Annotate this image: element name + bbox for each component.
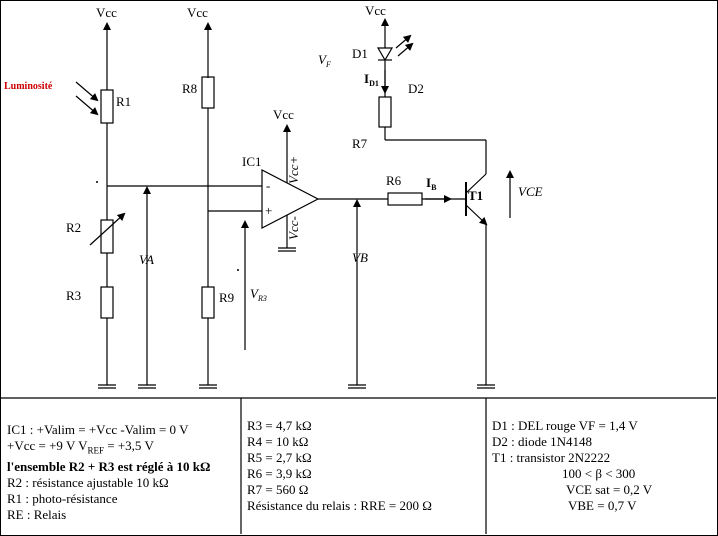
table-col-ic1: IC1 : +Valim = +Vcc -Valim = 0 V +Vcc = … xyxy=(1,398,241,534)
r1-label: R1 xyxy=(116,94,131,109)
resistor-r1 xyxy=(100,89,114,124)
opamp-plus: + xyxy=(265,203,272,218)
resistor-r3 xyxy=(100,286,114,319)
r7-label: R7 xyxy=(352,136,368,151)
vcc-label-2: Vcc xyxy=(187,5,208,20)
va-label: VA xyxy=(139,252,154,267)
vcc-plus-label: Vcc+ xyxy=(286,156,301,184)
vcc-label-1: Vcc xyxy=(96,5,117,20)
r3-value: R3 = 4,7 kΩ xyxy=(247,418,312,433)
d1-desc: D1 : DEL rouge VF = 1,4 V xyxy=(492,418,638,433)
r2-adjust-arrow xyxy=(89,212,126,246)
vcc-minus-label: Vcc- xyxy=(286,216,301,240)
vce-label: VCE xyxy=(518,184,543,199)
vr3-label: VR3 xyxy=(250,286,267,303)
re-desc: RE : Relais xyxy=(7,506,67,522)
luminosite-label: Luminosité xyxy=(4,81,53,92)
light-arrow-2 xyxy=(75,95,99,116)
r6-label: R6 xyxy=(386,173,402,188)
r6-value: R6 = 3,9 kΩ xyxy=(247,466,312,481)
table-col-resistors: R3 = 4,7 kΩ R4 = 10 kΩ R5 = 2,7 kΩ R6 = … xyxy=(241,398,486,534)
r1-desc: R1 : photo-résistance xyxy=(7,490,118,506)
led-light-arrow-2 xyxy=(397,42,414,57)
rre-value: Résistance du relais : RRE = 200 Ω xyxy=(247,498,432,513)
d2-label: D2 xyxy=(408,81,424,96)
transistor-emitter xyxy=(465,204,488,226)
r9-label: R9 xyxy=(219,290,234,305)
vce-sat: VCE sat = 0,2 V xyxy=(566,482,653,497)
t1-desc: T1 : transistor 2N2222 xyxy=(492,450,611,465)
r2-desc: R2 : résistance ajustable 10 kΩ xyxy=(7,474,169,490)
d1-label: D1 xyxy=(352,46,368,61)
vcc-label-3: Vcc xyxy=(365,3,386,18)
r2-r3-setting: l'ensemble R2 + R3 est réglé à 10 kΩ xyxy=(7,458,211,474)
resistor-r6 xyxy=(387,192,423,206)
d2-desc: D2 : diode 1N4148 xyxy=(492,434,593,449)
vcc-label-4: Vcc xyxy=(273,107,294,122)
table-col-components: D1 : DEL rouge VF = 1,4 V D2 : diode 1N4… xyxy=(486,398,716,534)
light-arrow-1 xyxy=(75,81,99,102)
opamp-ic1 xyxy=(261,169,320,229)
ground-symbols xyxy=(98,247,495,389)
vcc-vref: +Vcc = +9 V VREF = +3,5 V xyxy=(7,438,154,456)
r7-value: R7 = 560 Ω xyxy=(247,482,309,497)
vbe-value: VBE = 0,7 V xyxy=(568,498,637,513)
resistor-r7 xyxy=(378,96,392,128)
r8-label: R8 xyxy=(182,81,197,96)
r2-label: R2 xyxy=(66,220,81,235)
r3-label: R3 xyxy=(66,288,81,303)
t1-label: T1 xyxy=(468,188,483,203)
beta-range: 100 < β < 300 xyxy=(562,466,636,481)
ic1-valim: IC1 : +Valim = +Vcc -Valim = 0 V xyxy=(7,422,189,437)
id1-label: ID1 xyxy=(364,71,379,88)
ib-label: IB xyxy=(426,175,437,192)
ic1-label: IC1 xyxy=(242,154,262,169)
r4-value: R4 = 10 kΩ xyxy=(247,434,309,449)
resistor-r8 xyxy=(201,76,215,109)
led-d1 xyxy=(376,47,394,62)
led-light-arrow-1 xyxy=(395,34,412,49)
vb-label: VB xyxy=(352,250,368,265)
r5-value: R5 = 2,7 kΩ xyxy=(247,450,312,465)
opamp-minus: - xyxy=(266,178,270,193)
resistor-r9 xyxy=(201,286,215,319)
vf-label: VF xyxy=(318,52,331,69)
